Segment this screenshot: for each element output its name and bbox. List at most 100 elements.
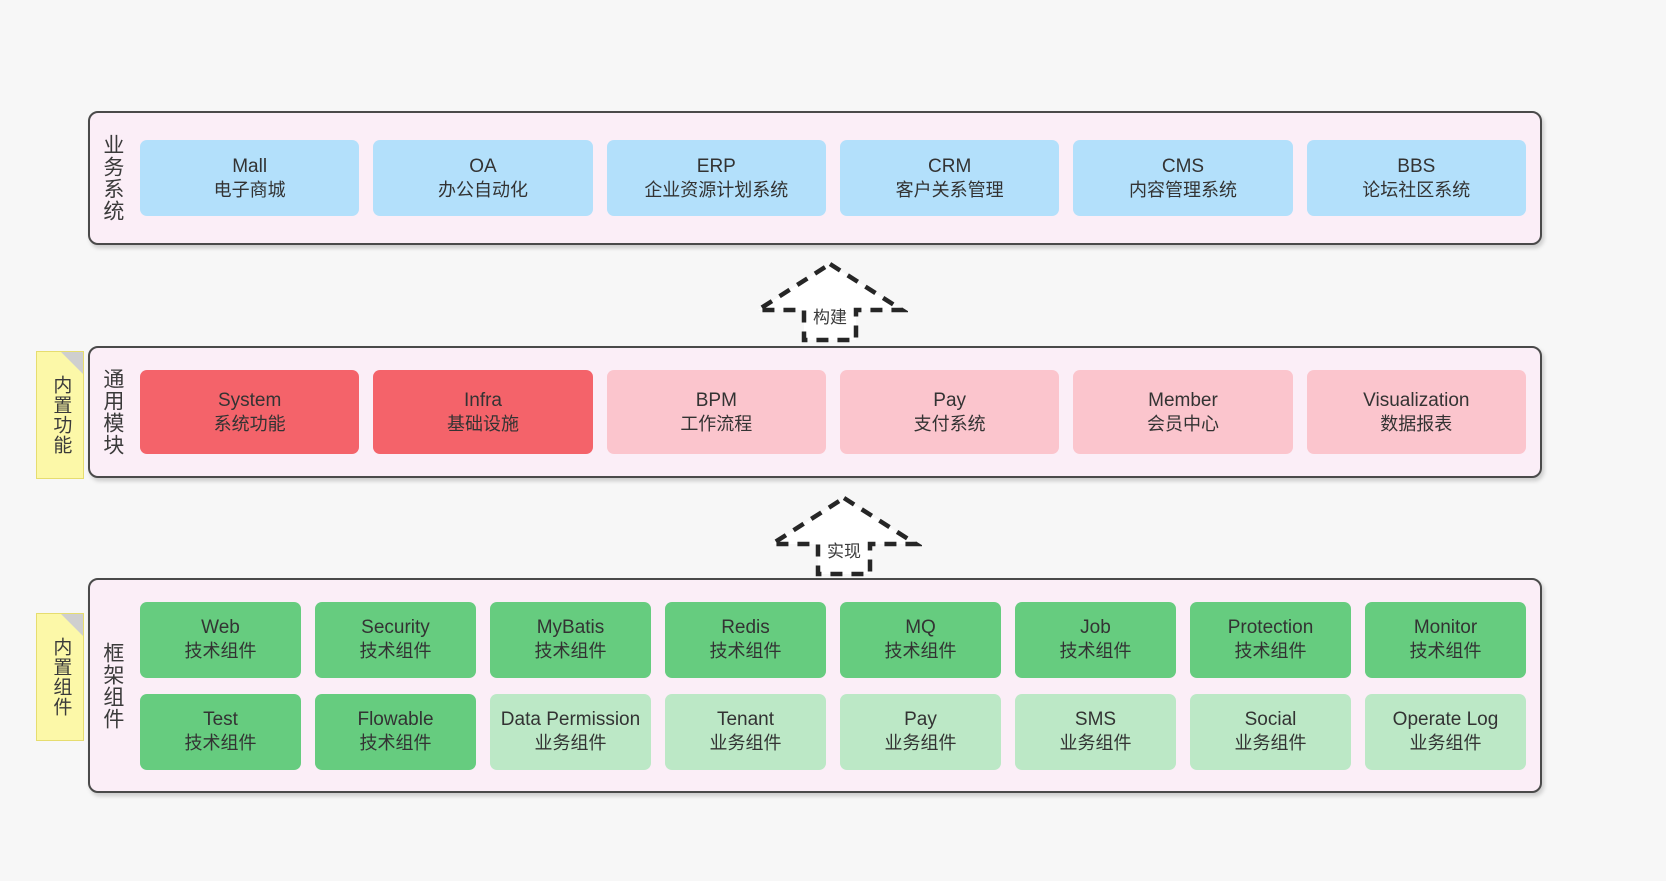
framework-row-1: Web 技术组件 Security 技术组件 MyBatis 技术组件 Redi… <box>140 601 1526 678</box>
layer-business-systems: 业务系统 Mall 电子商城 OA 办公自动化 ERP 企业资源计划系统 CRM… <box>88 111 1542 245</box>
card-social[interactable]: Social 业务组件 <box>1190 693 1351 770</box>
card-infra-cn: 基础设施 <box>446 413 519 434</box>
card-flowable-en: Flowable <box>357 709 434 731</box>
card-pay-module-cn: 支付系统 <box>913 413 986 434</box>
card-crm-cn: 客户关系管理 <box>895 179 1004 200</box>
card-protection-en: Protection <box>1227 617 1314 639</box>
card-job-cn: 技术组件 <box>1059 641 1132 662</box>
card-pay-module-en: Pay <box>933 389 967 411</box>
layer-modules-title: 通用模块 <box>100 368 124 456</box>
card-security-en: Security <box>361 617 430 639</box>
card-cms-en: CMS <box>1161 155 1205 177</box>
card-mall[interactable]: Mall 电子商城 <box>140 140 360 216</box>
card-redis-en: Redis <box>721 617 770 639</box>
card-mq[interactable]: MQ 技术组件 <box>840 601 1001 678</box>
note-fold-icon <box>61 352 83 374</box>
card-redis[interactable]: Redis 技术组件 <box>665 601 826 678</box>
card-security-cn: 技术组件 <box>359 641 432 662</box>
layer-framework-grid: Web 技术组件 Security 技术组件 MyBatis 技术组件 Redi… <box>134 580 1540 791</box>
card-visualization[interactable]: Visualization 数据报表 <box>1306 370 1526 454</box>
card-crm-en: CRM <box>928 155 972 177</box>
layer-modules-cards: System 系统功能 Infra 基础设施 BPM 工作流程 Pay 支付系统… <box>134 348 1540 476</box>
connector-implement: 实现 <box>766 492 922 578</box>
card-web[interactable]: Web 技术组件 <box>140 601 301 678</box>
card-flowable-cn: 技术组件 <box>359 733 432 754</box>
card-system-en: System <box>217 389 282 411</box>
card-security[interactable]: Security 技术组件 <box>315 601 476 678</box>
connector-build-shape <box>752 261 908 343</box>
card-operate-log-cn: 业务组件 <box>1409 733 1482 754</box>
card-test-en: Test <box>203 709 238 731</box>
card-pay-component[interactable]: Pay 业务组件 <box>840 693 1001 770</box>
card-tenant-en: Tenant <box>716 709 775 731</box>
card-cms-cn: 内容管理系统 <box>1128 179 1237 200</box>
card-system[interactable]: System 系统功能 <box>140 370 360 454</box>
card-visualization-cn: 数据报表 <box>1380 413 1453 434</box>
card-operate-log[interactable]: Operate Log 业务组件 <box>1365 693 1526 770</box>
note-builtin-functions-label: 内置功能 <box>50 375 72 455</box>
card-flowable[interactable]: Flowable 技术组件 <box>315 693 476 770</box>
card-tenant[interactable]: Tenant 业务组件 <box>665 693 826 770</box>
card-bpm-en: BPM <box>695 389 737 411</box>
card-data-permission-en: Data Permission <box>500 709 641 731</box>
note-fold-icon <box>61 614 83 636</box>
card-job[interactable]: Job 技术组件 <box>1015 601 1176 678</box>
card-infra-en: Infra <box>463 389 502 411</box>
card-infra[interactable]: Infra 基础设施 <box>373 370 593 454</box>
card-erp[interactable]: ERP 企业资源计划系统 <box>606 140 826 216</box>
card-monitor-cn: 技术组件 <box>1409 641 1482 662</box>
card-cms[interactable]: CMS 内容管理系统 <box>1073 140 1293 216</box>
card-pay-component-cn: 业务组件 <box>884 733 957 754</box>
card-bpm-cn: 工作流程 <box>680 413 753 434</box>
connector-implement-shape <box>766 495 922 577</box>
card-protection[interactable]: Protection 技术组件 <box>1190 601 1351 678</box>
card-erp-en: ERP <box>696 155 736 177</box>
card-social-cn: 业务组件 <box>1234 733 1307 754</box>
card-oa[interactable]: OA 办公自动化 <box>373 140 593 216</box>
card-mybatis[interactable]: MyBatis 技术组件 <box>490 601 651 678</box>
framework-row-2: Test 技术组件 Flowable 技术组件 Data Permission … <box>140 693 1526 770</box>
card-bpm[interactable]: BPM 工作流程 <box>606 370 826 454</box>
card-bbs-en: BBS <box>1397 155 1436 177</box>
card-visualization-en: Visualization <box>1363 389 1470 411</box>
card-erp-cn: 企业资源计划系统 <box>644 179 789 200</box>
card-monitor-en: Monitor <box>1413 617 1478 639</box>
card-system-cn: 系统功能 <box>213 413 286 434</box>
layer-framework-components: 框架组件 Web 技术组件 Security 技术组件 MyBatis 技术组件… <box>88 578 1542 793</box>
layer-framework-title: 框架组件 <box>100 641 124 730</box>
layer-business-title: 业务系统 <box>100 134 124 222</box>
card-sms[interactable]: SMS 业务组件 <box>1015 693 1176 770</box>
card-mall-en: Mall <box>232 155 268 177</box>
card-protection-cn: 技术组件 <box>1234 641 1307 662</box>
card-mybatis-en: MyBatis <box>536 617 605 639</box>
card-pay-component-en: Pay <box>904 709 937 731</box>
card-tenant-cn: 业务组件 <box>709 733 782 754</box>
connector-build: 构建 <box>752 258 908 344</box>
card-mall-cn: 电子商城 <box>213 179 286 200</box>
card-member-cn: 会员中心 <box>1146 413 1219 434</box>
card-web-cn: 技术组件 <box>184 641 257 662</box>
card-oa-cn: 办公自动化 <box>437 179 528 200</box>
card-sms-cn: 业务组件 <box>1059 733 1132 754</box>
note-builtin-functions: 内置功能 <box>36 351 84 479</box>
card-crm[interactable]: CRM 客户关系管理 <box>839 140 1060 216</box>
connector-build-label: 构建 <box>813 308 847 327</box>
card-bbs[interactable]: BBS 论坛社区系统 <box>1306 140 1526 216</box>
card-social-en: Social <box>1244 709 1297 731</box>
card-web-en: Web <box>201 617 240 639</box>
card-member[interactable]: Member 会员中心 <box>1073 370 1293 454</box>
card-monitor[interactable]: Monitor 技术组件 <box>1365 601 1526 678</box>
card-data-permission-cn: 业务组件 <box>534 733 607 754</box>
card-oa-en: OA <box>469 155 497 177</box>
card-pay-module[interactable]: Pay 支付系统 <box>839 370 1060 454</box>
card-member-en: Member <box>1148 389 1218 411</box>
layer-common-modules: 通用模块 System 系统功能 Infra 基础设施 BPM 工作流程 Pay… <box>88 346 1542 478</box>
note-builtin-components: 内置组件 <box>36 613 84 741</box>
card-operate-log-en: Operate Log <box>1392 709 1499 731</box>
card-data-permission[interactable]: Data Permission 业务组件 <box>490 693 651 770</box>
card-redis-cn: 技术组件 <box>709 641 782 662</box>
card-mq-cn: 技术组件 <box>884 641 957 662</box>
card-test[interactable]: Test 技术组件 <box>140 693 301 770</box>
card-mq-en: MQ <box>905 617 936 639</box>
